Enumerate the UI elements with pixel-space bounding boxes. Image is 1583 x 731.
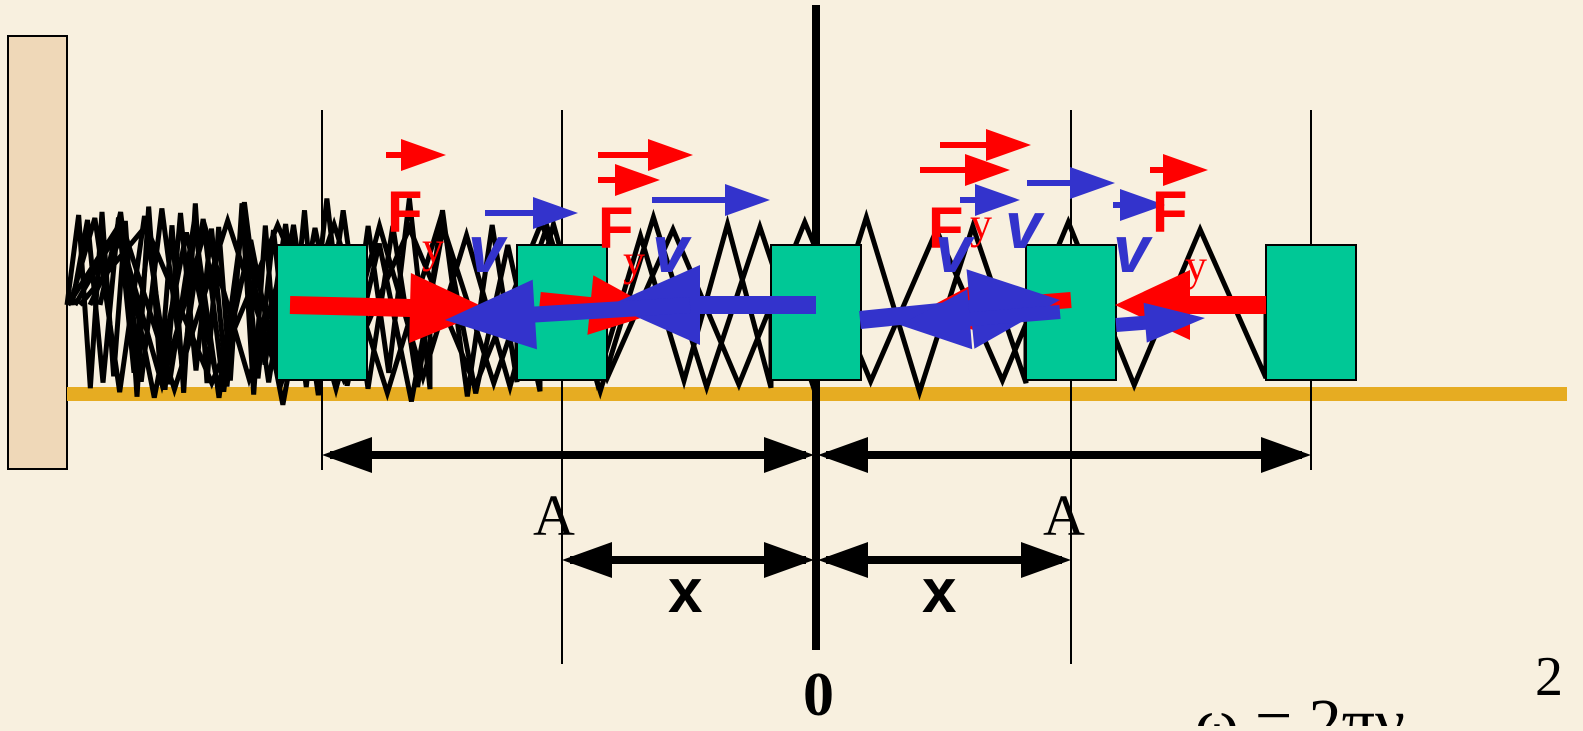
force-sub-4: y [1185, 241, 1207, 290]
dimension-arrowheads [322, 437, 1311, 578]
force-labels: F F F F [387, 180, 1187, 261]
force-sub-2: y [623, 236, 645, 285]
velocity-arrow-center-left [610, 265, 816, 345]
force-vector-mark-6-head [1163, 154, 1208, 186]
velocity-labels: v v v v v [468, 188, 1153, 286]
displacement-label-right: x [922, 557, 957, 626]
displacement-label-left: x [668, 557, 703, 626]
force-vector-mark-2-head [648, 139, 693, 171]
force-vector-mark-1-head [401, 139, 446, 171]
small-vector-arrows [386, 129, 1208, 229]
amplitude-label-right: A [1043, 483, 1085, 548]
amplitude-label-left: A [533, 483, 575, 548]
force-label-3: F [928, 196, 963, 261]
velocity-vector-mark-3-head [975, 184, 1020, 216]
velocity-label-4: v [1005, 188, 1045, 262]
force-label-1: F [387, 180, 422, 245]
block-right-extreme [1265, 244, 1357, 381]
spring-overlap-b [97, 198, 433, 392]
force-arrow-left-extreme [289, 273, 490, 343]
force-sub-1: y [422, 223, 444, 272]
wall [7, 35, 68, 470]
force-label-2: F [598, 196, 633, 261]
velocity-arrow-left-mid [445, 279, 691, 350]
velocity-vector-mark-1-head [533, 197, 578, 229]
force-vector-mark-3-head [615, 164, 660, 196]
velocity-label-5: v [1113, 212, 1153, 286]
blocks [276, 244, 1357, 381]
force-vector-mark-4-head [986, 129, 1031, 161]
velocity-vector-mark-5-head [1120, 189, 1165, 221]
velocity-arrow-right-mid [900, 289, 1061, 350]
velocity-vector-mark-4-head [1070, 167, 1115, 199]
force-vector-mark-5-head [965, 154, 1010, 186]
origin-label: 0 [803, 661, 834, 726]
force-label-4: F [1152, 180, 1187, 245]
velocity-arrow-right [1115, 302, 1205, 343]
force-subscripts: y y y y [422, 199, 1207, 290]
velocity-label-1: v [468, 212, 508, 286]
velocity-label-3: v [935, 212, 975, 286]
formula-superscript: 2 [1535, 646, 1563, 708]
velocity-label-2: v [652, 212, 692, 286]
formula-fragment: ω = 2πν [1195, 686, 1405, 726]
velocity-arrows [445, 265, 1205, 350]
force-sub-3: y [970, 199, 992, 248]
velocity-vector-mark-2-head [725, 184, 770, 216]
